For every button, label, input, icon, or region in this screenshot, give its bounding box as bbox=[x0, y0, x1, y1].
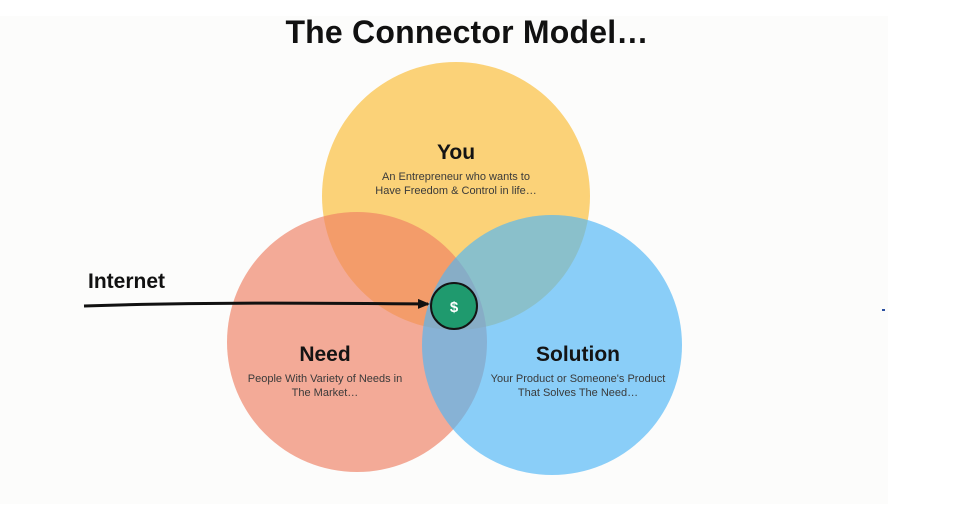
you-heading: You bbox=[436, 141, 476, 164]
need-circle bbox=[227, 212, 487, 472]
need-heading: Need bbox=[299, 343, 351, 366]
slide-title: The Connector Model… bbox=[285, 14, 649, 50]
solution-circle bbox=[422, 215, 682, 475]
you-description-line-1: An Entrepreneur who wants to bbox=[382, 171, 530, 183]
internet-label: Internet bbox=[88, 270, 166, 293]
solution-description-line-1: Your Product or Someone's Product bbox=[490, 373, 666, 385]
stray-dot bbox=[882, 309, 885, 311]
need-description-line-2: The Market… bbox=[291, 387, 359, 399]
you-description-line-2: Have Freedom & Control in life… bbox=[375, 185, 537, 197]
you-description: An Entrepreneur who wants to Have Freedo… bbox=[336, 170, 576, 198]
dollar-icon: $ bbox=[450, 299, 459, 316]
dollar-badge bbox=[430, 282, 478, 330]
need-description: People With Variety of Needs in The Mark… bbox=[220, 372, 430, 400]
you-label-group: You An Entrepreneur who wants to Have Fr… bbox=[336, 141, 576, 198]
need-label-group: Need People With Variety of Needs in The… bbox=[220, 343, 430, 400]
solution-description-line-2: That Solves The Need… bbox=[517, 387, 639, 399]
solution-heading: Solution bbox=[536, 343, 620, 366]
internet-arrow bbox=[83, 298, 430, 309]
need-description-line-1: People With Variety of Needs in bbox=[247, 373, 403, 385]
solution-label-group: Solution Your Product or Someone's Produ… bbox=[463, 343, 693, 400]
solution-description: Your Product or Someone's Product That S… bbox=[463, 372, 693, 400]
